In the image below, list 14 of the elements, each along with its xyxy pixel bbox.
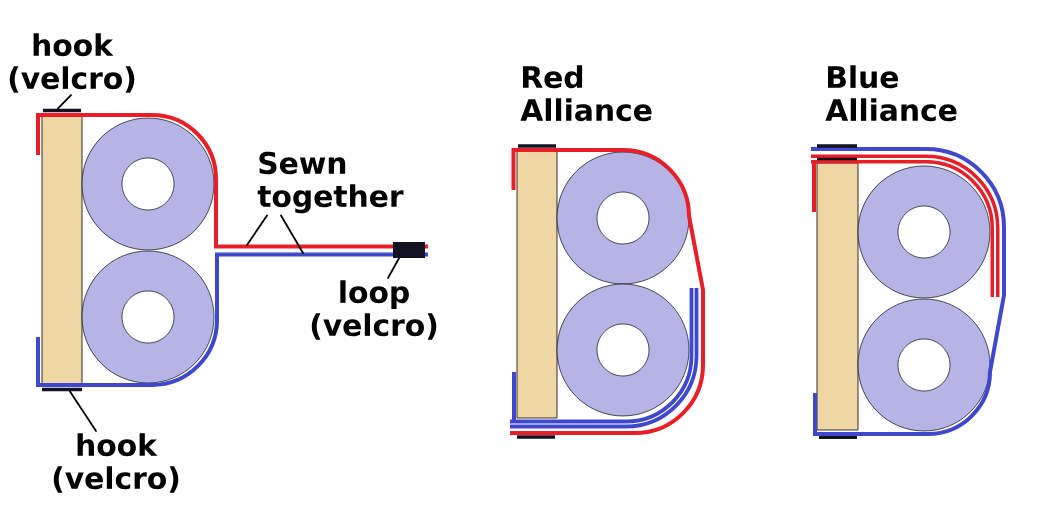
leader-line bbox=[387, 257, 400, 279]
part-label: hook (velcro) bbox=[9, 33, 135, 93]
velcro-strip bbox=[43, 108, 81, 113]
part-label: hook (velcro) bbox=[53, 433, 179, 493]
leader-line bbox=[280, 214, 304, 254]
velcro-strip bbox=[42, 387, 82, 392]
leader-line bbox=[57, 94, 72, 110]
leader-line bbox=[69, 390, 97, 432]
leader-line bbox=[246, 214, 268, 246]
part-label: loop (velcro) bbox=[311, 280, 437, 340]
velcro-strip bbox=[393, 242, 425, 258]
figure-heading: Blue Alliance bbox=[825, 65, 957, 122]
figure-heading: Red Alliance bbox=[520, 65, 652, 122]
part-label: Sewn together bbox=[257, 151, 404, 214]
